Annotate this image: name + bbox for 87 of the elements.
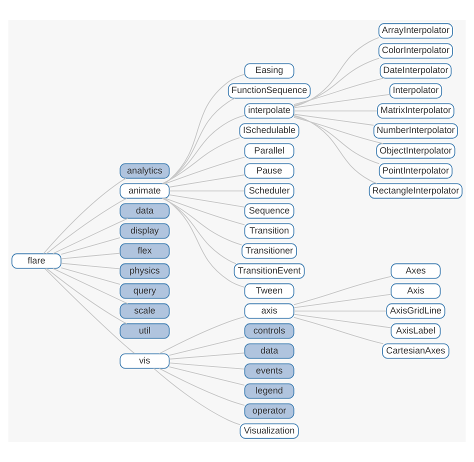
connector [158, 316, 245, 354]
connector [168, 190, 245, 192]
connector [52, 268, 128, 304]
node-box: Interpolator [389, 83, 442, 99]
node-box: vis [120, 353, 170, 369]
node-box: DateInterpolator [380, 63, 452, 79]
connector [293, 58, 380, 106]
node-box: physics [120, 263, 170, 279]
node-box: Axes [390, 263, 441, 279]
node-box: AxisLabel [390, 323, 441, 339]
node-box: MatrixInterpolator [377, 103, 454, 119]
node-box: interpolate [244, 103, 294, 119]
connector [294, 110, 378, 112]
node-box: CartesianAxes [382, 343, 450, 359]
node-box: FunctionSequence [228, 83, 311, 99]
connector [153, 368, 240, 426]
node-box: util [120, 323, 170, 339]
node-box: ArrayInterpolator [378, 23, 453, 39]
node-box: Pause [244, 163, 294, 179]
connector [294, 114, 374, 126]
node-box: data [244, 343, 294, 359]
connector [162, 198, 236, 264]
node-box: ColorInterpolator [378, 43, 453, 59]
node-box: animate [120, 183, 170, 199]
connector [52, 218, 128, 254]
connector [46, 268, 128, 324]
connector [164, 198, 245, 288]
connector [158, 368, 245, 406]
connector [293, 114, 378, 184]
node-box: NumberInterpolator [373, 123, 458, 139]
node-box: PointInterpolator [378, 163, 453, 179]
connector [60, 267, 120, 285]
connector [164, 98, 236, 184]
connector [294, 314, 392, 328]
node-box: Visualization [240, 423, 299, 439]
connector [60, 262, 120, 270]
node-box: analytics [120, 163, 170, 179]
connector [60, 237, 120, 255]
connector [44, 268, 135, 354]
connector [164, 74, 246, 184]
node-box: Tween [244, 283, 294, 299]
connector [162, 198, 242, 246]
node-box: Sequence [244, 203, 294, 219]
connector [168, 174, 245, 188]
connector [168, 352, 245, 360]
node-box: ObjectInterpolator [376, 143, 456, 159]
node-box: events [244, 363, 294, 379]
node-box: display [120, 223, 170, 239]
node-box: Axis [390, 283, 441, 299]
connector [293, 37, 380, 108]
connector [162, 137, 240, 184]
node-box: flare [11, 253, 62, 269]
connector [293, 78, 384, 106]
connector [164, 156, 246, 184]
connector [168, 366, 245, 386]
connector [294, 310, 387, 312]
node-box: Scheduler [244, 183, 294, 199]
node-box: AxisGridLine [386, 303, 446, 319]
node-box: Easing [244, 63, 294, 79]
connector [164, 198, 246, 226]
connector [168, 194, 245, 208]
node-box: Transitioner [242, 243, 298, 259]
connector [162, 114, 246, 184]
node-box: query [120, 283, 170, 299]
connector [294, 294, 392, 308]
node-box: operator [244, 403, 294, 419]
node-box: axis [244, 303, 294, 319]
connector [43, 178, 127, 254]
node-box: data [120, 203, 170, 219]
connector [293, 276, 392, 306]
node-box: legend [244, 383, 294, 399]
node-box: Transition [244, 223, 294, 239]
connector [60, 252, 120, 260]
connector [294, 94, 390, 108]
connector [293, 316, 384, 344]
node-box: scale [120, 303, 170, 319]
node-box: RectangleInterpolator [368, 183, 463, 199]
connector [168, 362, 245, 370]
node-box: Parallel [244, 143, 294, 159]
node-box: TransitionEvent [234, 263, 305, 279]
connector [293, 116, 384, 144]
connector [168, 336, 245, 356]
connector [46, 198, 128, 254]
connector [293, 116, 380, 164]
node-box: flex [120, 243, 170, 259]
node-box: controls [244, 323, 294, 339]
node-box: ISchedulable [239, 123, 300, 139]
